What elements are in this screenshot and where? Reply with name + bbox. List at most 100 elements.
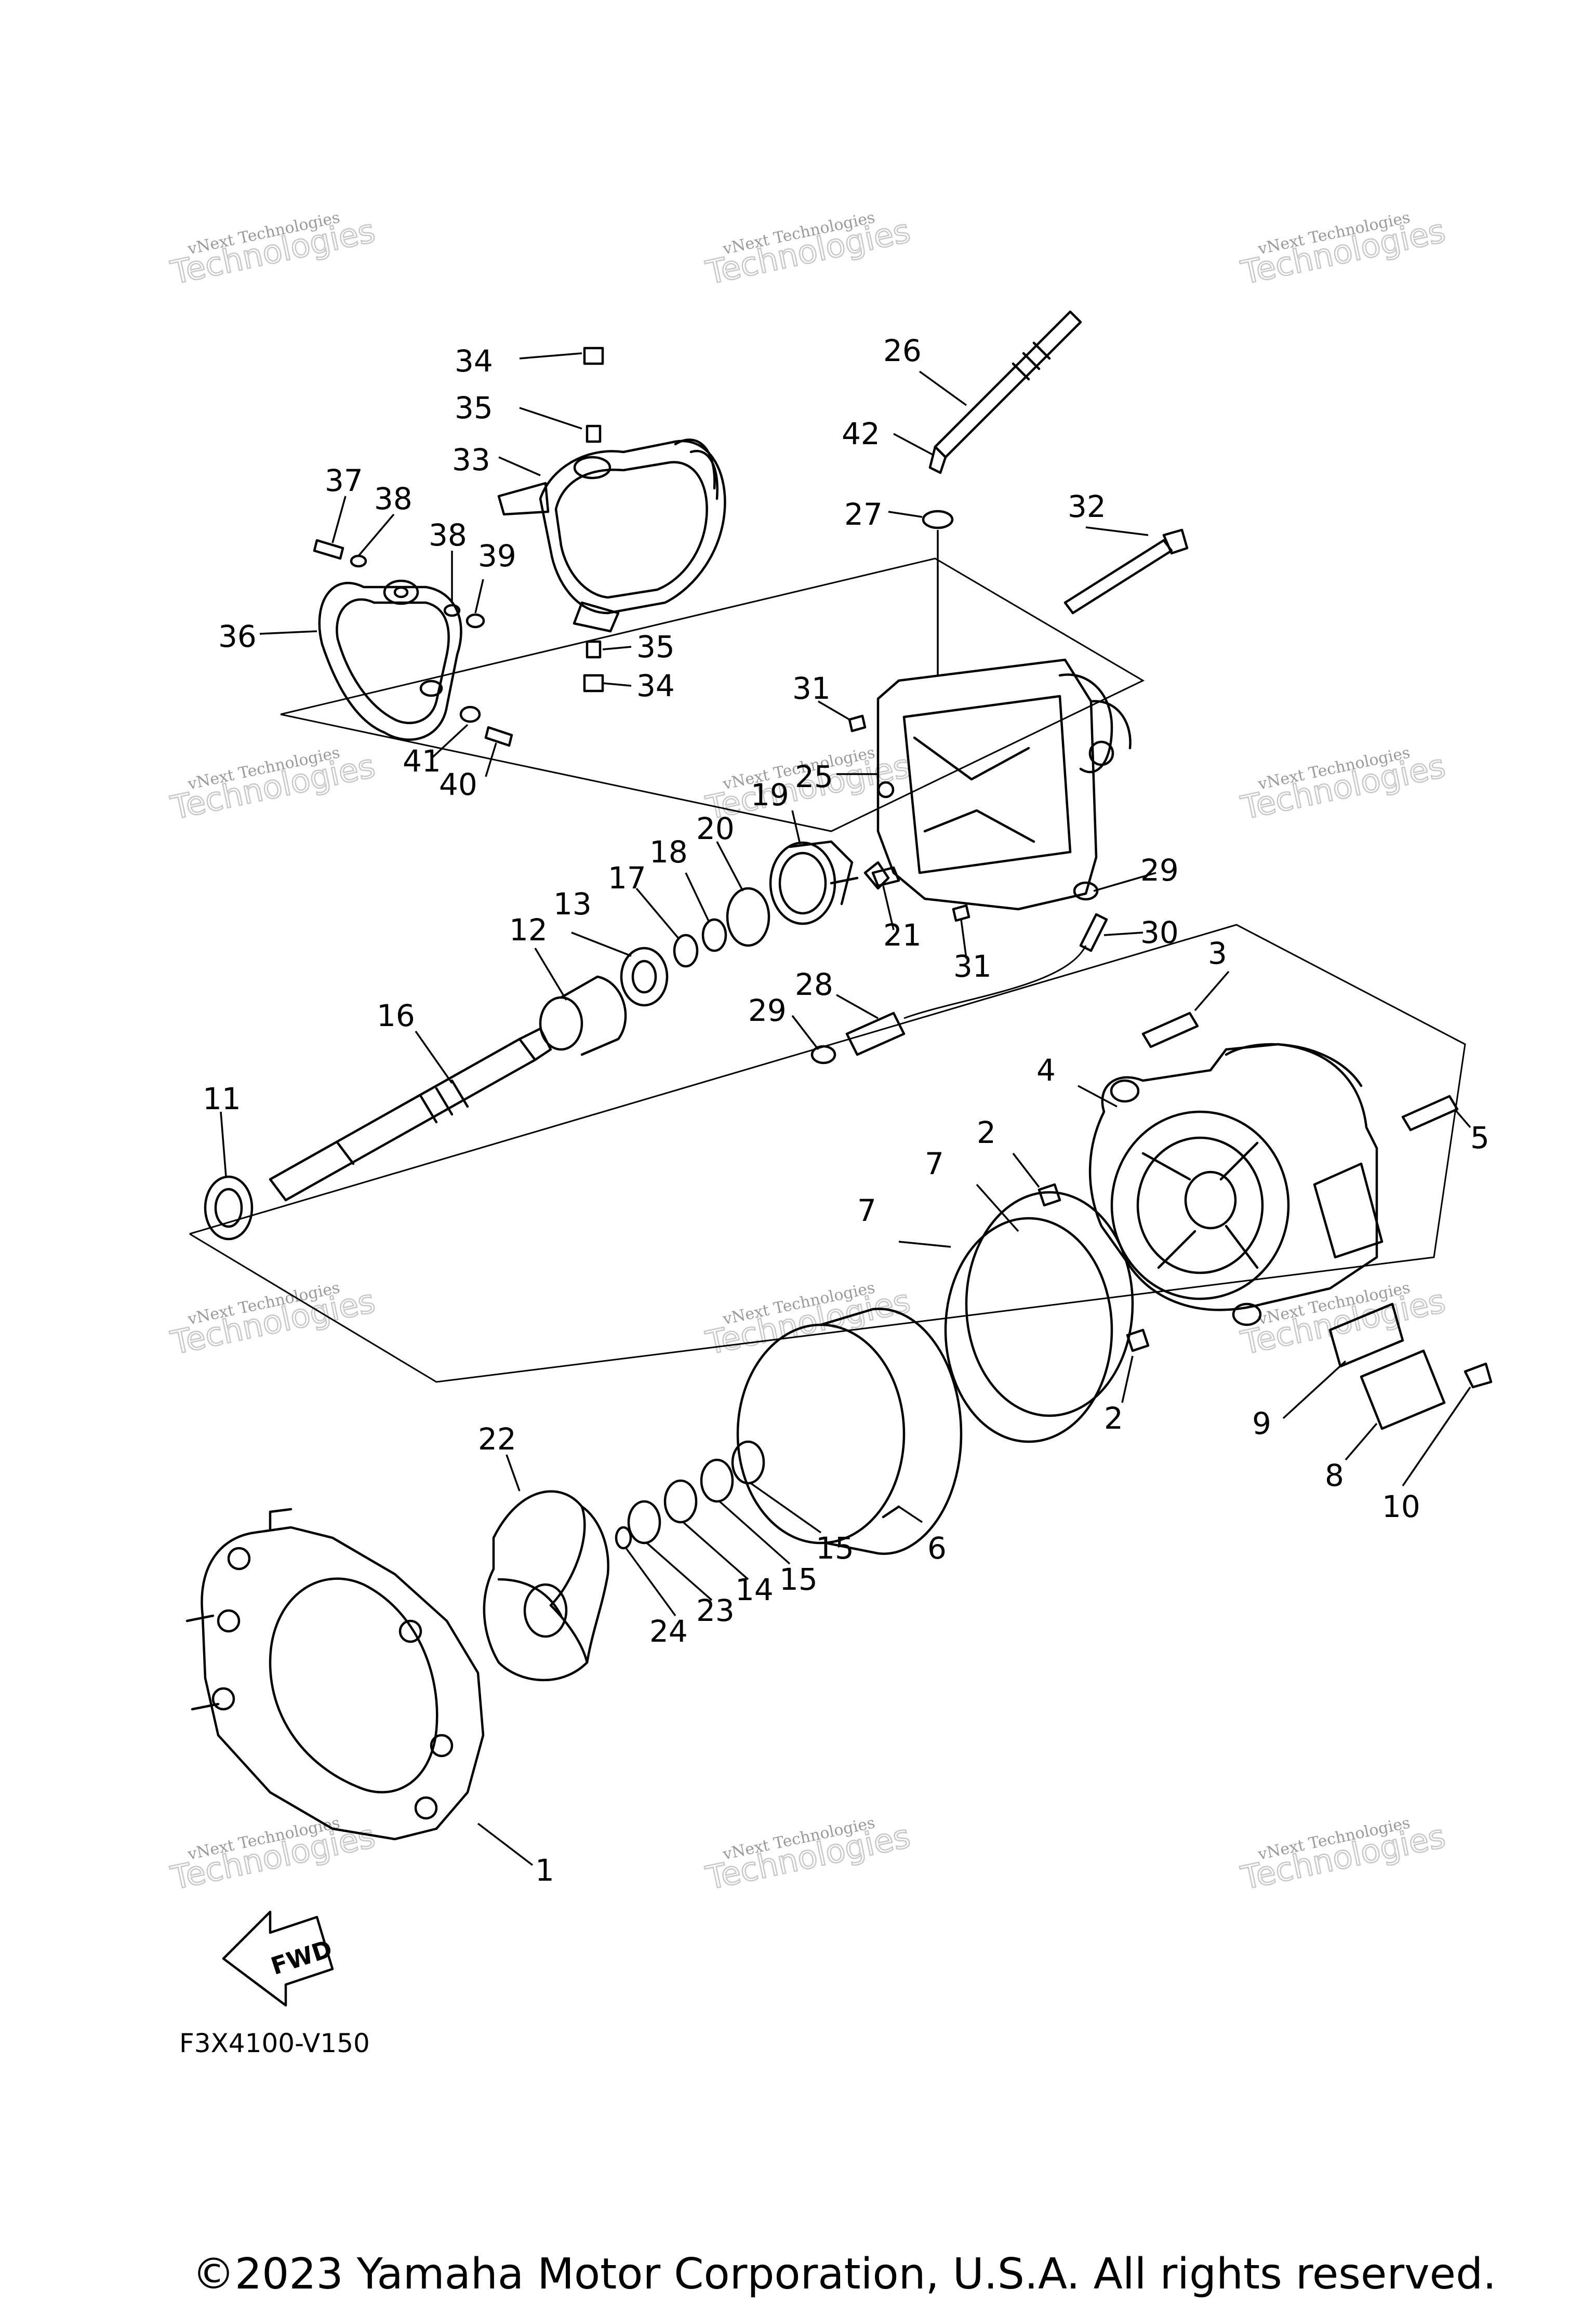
callout-22: 22 xyxy=(478,1421,516,1457)
part-13-bearing xyxy=(620,947,669,1007)
callout-39: 39 xyxy=(478,538,516,574)
callout-29: 29 xyxy=(748,993,787,1028)
callout-42: 42 xyxy=(842,416,880,451)
callout-36: 36 xyxy=(218,619,257,654)
part-32-bolt xyxy=(1063,539,1173,615)
part-38-washer-a xyxy=(350,554,367,568)
callout-25: 25 xyxy=(795,759,833,794)
part-34-bolt-b xyxy=(583,674,604,693)
part-35-collar-b xyxy=(586,640,602,659)
callout-1: 1 xyxy=(535,1853,554,1888)
part-39-nut xyxy=(466,613,485,629)
part-30-hose xyxy=(1079,913,1108,952)
part-10-bolt xyxy=(1464,1362,1493,1389)
part-20-o-ring xyxy=(726,887,770,947)
callout-9: 9 xyxy=(1252,1406,1271,1441)
callout-38: 38 xyxy=(429,517,467,553)
callout-2: 2 xyxy=(977,1115,996,1150)
callout-7: 7 xyxy=(857,1193,876,1228)
callout-18: 18 xyxy=(649,834,688,870)
part-5-bolt xyxy=(1401,1095,1459,1132)
part-29-clamp-b xyxy=(1073,881,1099,901)
callout-29: 29 xyxy=(1140,853,1179,888)
callout-24: 24 xyxy=(649,1614,688,1649)
part-26-hose xyxy=(934,310,1082,459)
part-25-nozzle-housing xyxy=(876,658,1132,911)
callout-13: 13 xyxy=(553,886,592,922)
part-31-pin-a xyxy=(848,714,867,733)
part-27-clamp xyxy=(922,510,954,529)
hose-and-fittings xyxy=(313,310,1493,1430)
fwd-arrow-icon: FWD xyxy=(222,1910,336,2007)
callout-33: 33 xyxy=(452,442,490,477)
part-15b-seal xyxy=(731,1440,765,1485)
part-33-deflector xyxy=(497,438,726,633)
copyright-notice: ©2023 Yamaha Motor Corporation, U.S.A. A… xyxy=(192,2250,1496,2299)
part-15a-seal xyxy=(700,1458,734,1503)
part-21-bolt xyxy=(871,866,900,887)
part-16-drive-shaft xyxy=(269,1027,552,1202)
callout-labels: 1 2 2 3 4 5 6 7 7 8 9 10 11 12 13 14 15 … xyxy=(203,333,1489,1888)
callout-8: 8 xyxy=(1325,1458,1344,1493)
callout-40: 40 xyxy=(439,767,477,802)
part-19-nozzle-plate xyxy=(769,840,890,925)
part-34-bolt-a xyxy=(583,347,604,365)
part-28-fitting xyxy=(845,1012,906,1056)
part-23-seal xyxy=(627,1500,661,1545)
callout-34: 34 xyxy=(455,343,493,379)
callout-35: 35 xyxy=(636,629,675,664)
callout-15: 15 xyxy=(779,1562,818,1597)
part-4-pump-housing xyxy=(1088,1043,1384,1326)
part-8-plate xyxy=(1360,1349,1446,1430)
callout-7: 7 xyxy=(925,1146,944,1181)
part-41-collar xyxy=(459,706,481,723)
callout-16: 16 xyxy=(377,998,415,1033)
callout-10: 10 xyxy=(1382,1489,1420,1524)
part-38-washer-b xyxy=(443,604,461,617)
callout-41: 41 xyxy=(403,743,441,779)
small-seals xyxy=(615,887,770,1550)
part-17-seal xyxy=(673,934,699,968)
part-12-collar xyxy=(539,975,627,1056)
diagram-code: F3X4100-V150 xyxy=(179,2028,370,2058)
part-36-nozzle-ring xyxy=(318,579,462,741)
part-2-dowel-b xyxy=(1126,1328,1150,1352)
callout-20: 20 xyxy=(696,811,735,846)
callout-32: 32 xyxy=(1068,489,1106,524)
callout-28: 28 xyxy=(795,967,833,1002)
part-35-collar-a xyxy=(586,424,602,443)
part-11-bearing xyxy=(204,1175,254,1241)
part-24-o-ring xyxy=(615,1526,632,1550)
part-6-liner xyxy=(736,1308,963,1555)
callout-17: 17 xyxy=(608,860,646,896)
svg-text:FWD: FWD xyxy=(268,1934,336,1980)
callout-2: 2 xyxy=(1104,1401,1123,1436)
shaft-group-outline xyxy=(189,924,1466,1383)
part-42-hose xyxy=(928,445,947,474)
callout-34: 34 xyxy=(636,668,675,703)
callout-6: 6 xyxy=(927,1531,947,1566)
callout-38: 38 xyxy=(374,481,413,516)
callout-37: 37 xyxy=(325,463,363,498)
part-18-seal xyxy=(701,918,727,952)
part-3-bolt xyxy=(1141,1012,1199,1048)
callout-26: 26 xyxy=(883,333,922,368)
callout-31: 31 xyxy=(953,949,992,984)
callout-30: 30 xyxy=(1140,915,1179,950)
part-14-seal xyxy=(663,1479,698,1524)
leader-lines xyxy=(220,352,1471,1866)
part-29-clamp xyxy=(810,1045,836,1065)
part-9-gasket xyxy=(1328,1302,1404,1368)
nozzle-group-outline xyxy=(280,557,1145,832)
